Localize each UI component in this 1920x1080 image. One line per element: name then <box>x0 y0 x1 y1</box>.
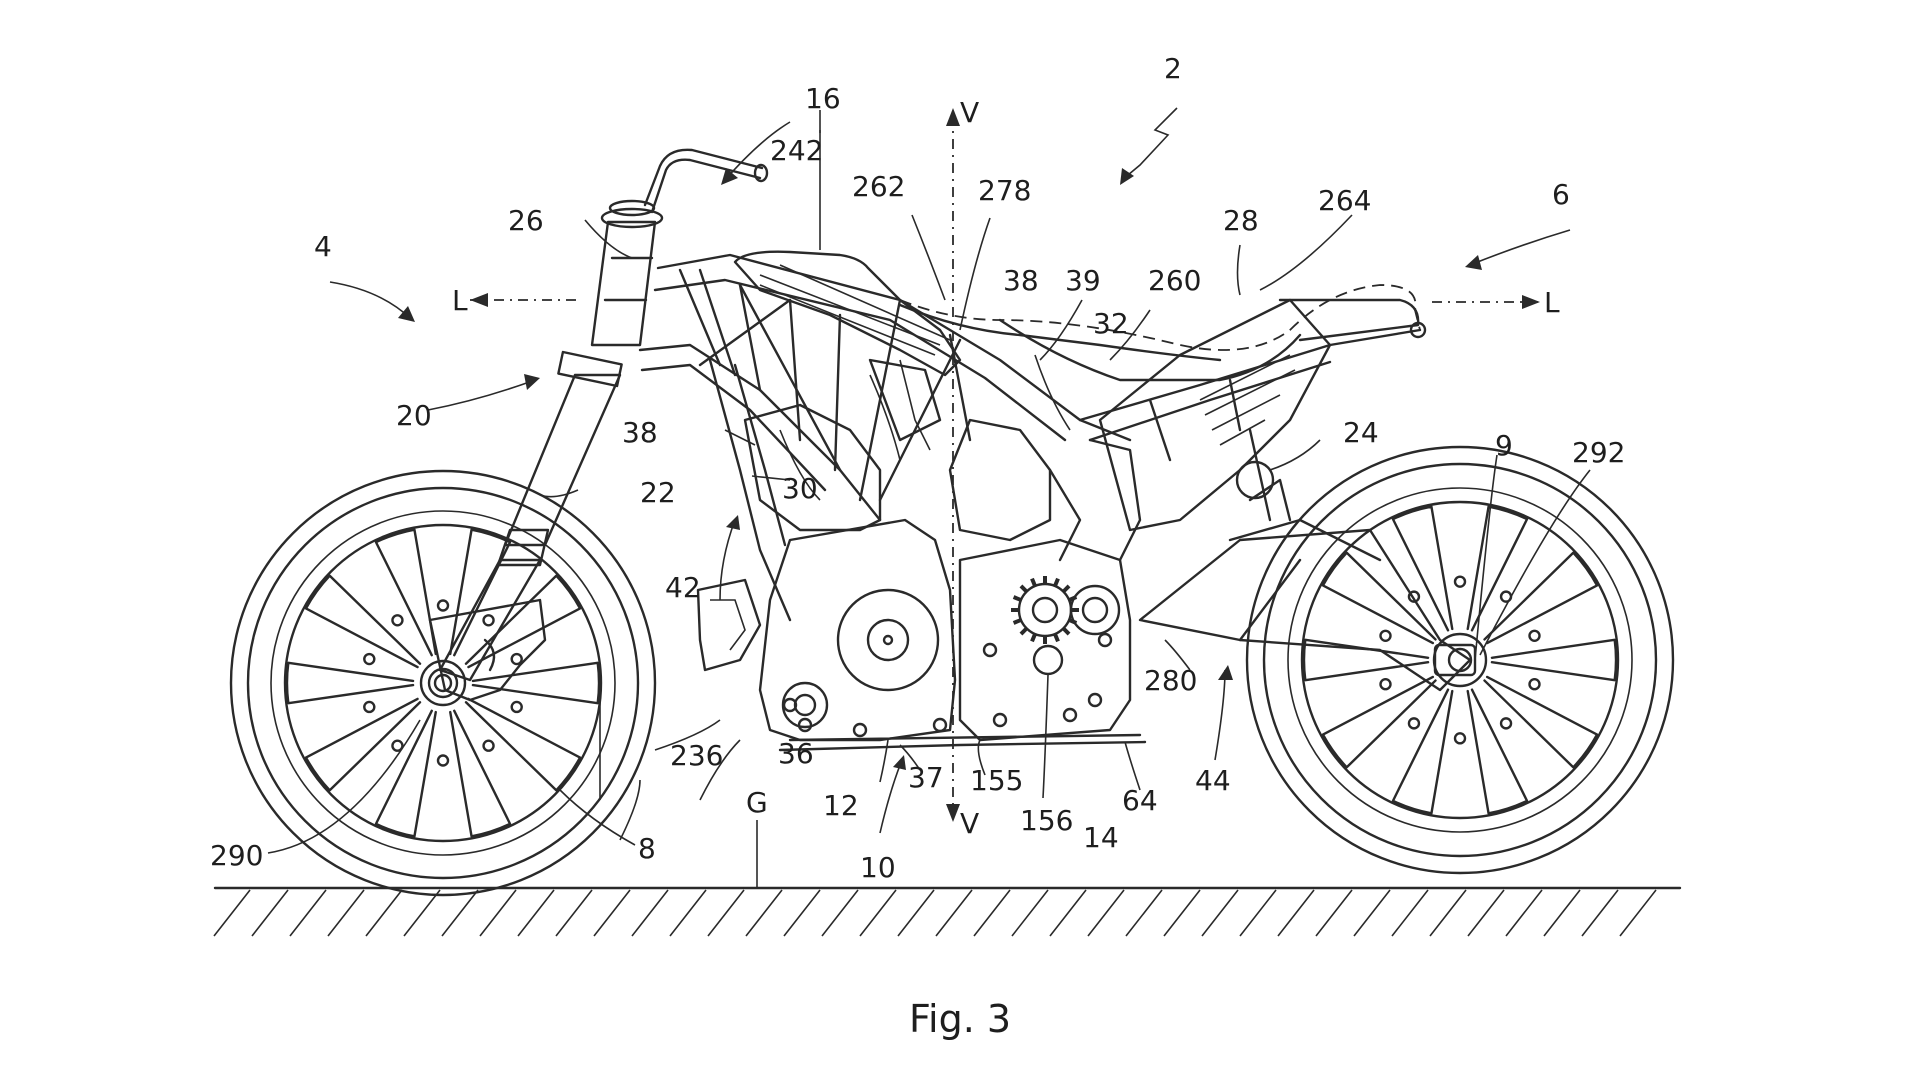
label-280: 280 <box>1144 664 1197 697</box>
swingarm <box>1138 428 1477 692</box>
label-4: 4 <box>314 230 332 263</box>
frame <box>638 253 1422 622</box>
label-26: 26 <box>508 204 544 237</box>
label-156: 156 <box>1020 804 1073 837</box>
label-36: 36 <box>778 737 814 770</box>
label-6: 6 <box>1552 178 1570 211</box>
front-fork <box>427 148 769 702</box>
label-292: 292 <box>1572 436 1625 469</box>
label-290: 290 <box>210 839 263 872</box>
label-264: 264 <box>1318 184 1371 217</box>
label-242: 242 <box>770 134 823 167</box>
label-V-top: V <box>960 96 979 129</box>
label-20: 20 <box>396 399 432 432</box>
label-236: 236 <box>670 739 723 772</box>
label-G: G <box>746 786 768 819</box>
label-278: 278 <box>978 174 1031 207</box>
label-10: 10 <box>860 851 896 884</box>
label-32: 32 <box>1093 307 1129 340</box>
label-155: 155 <box>970 764 1023 797</box>
label-V-bottom: V <box>960 807 979 840</box>
label-38-upper: 38 <box>1003 264 1039 297</box>
label-260: 260 <box>1148 264 1201 297</box>
label-8: 8 <box>638 832 656 865</box>
label-64: 64 <box>1122 784 1158 817</box>
label-30: 30 <box>782 472 818 505</box>
label-2: 2 <box>1164 52 1182 85</box>
label-262: 262 <box>852 170 905 203</box>
label-L-left: L <box>452 284 468 317</box>
label-9: 9 <box>1495 429 1513 462</box>
label-38-left: 38 <box>622 416 658 449</box>
label-24: 24 <box>1343 416 1379 449</box>
powertrain <box>696 358 1147 752</box>
tank-seat <box>733 250 1427 446</box>
label-22: 22 <box>640 476 676 509</box>
label-14: 14 <box>1083 821 1119 854</box>
front-wheel <box>229 469 657 897</box>
label-12: 12 <box>823 789 859 822</box>
leader-lines <box>267 107 1591 854</box>
label-37: 37 <box>908 761 944 794</box>
reference-axes <box>470 108 1540 888</box>
label-42: 42 <box>665 571 701 604</box>
label-44: 44 <box>1195 764 1231 797</box>
label-16: 16 <box>805 82 841 115</box>
label-L-right: L <box>1544 286 1560 319</box>
label-28: 28 <box>1223 204 1259 237</box>
rear-wheel <box>1245 445 1675 875</box>
label-39: 39 <box>1065 264 1101 297</box>
ground <box>213 886 1682 937</box>
reference-labels: 2 4 6 8 9 10 12 14 16 20 22 24 26 28 30 … <box>210 52 1625 884</box>
figure-caption: Fig. 3 <box>909 997 1011 1041</box>
